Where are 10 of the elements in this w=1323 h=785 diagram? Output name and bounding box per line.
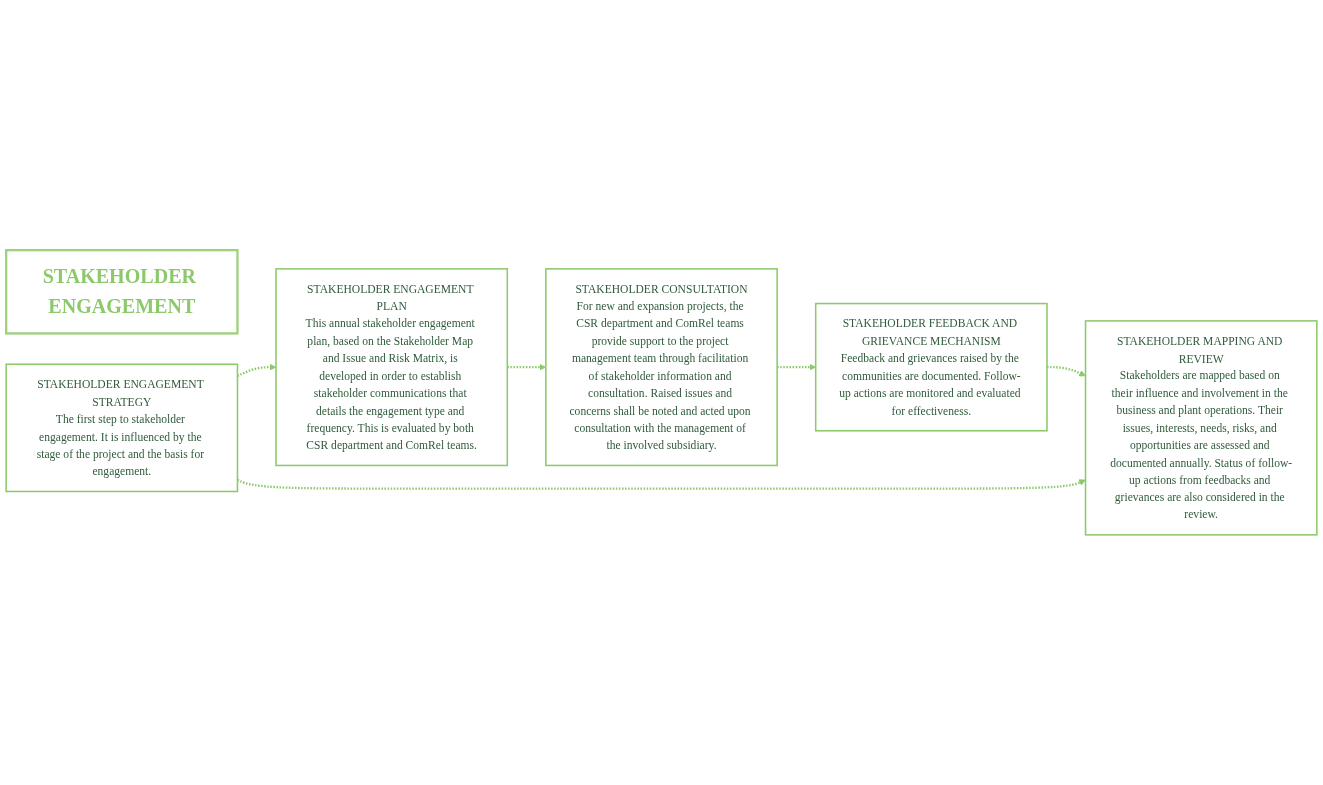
node-box: STAKEHOLDER ENGAGEMENT STRATEGY The first step to stakeholder engagement. It is influenced by the stage of the project and the basis for engagement. (5, 363, 239, 493)
node-box: STAKEHOLDER ENGAGEMENT (5, 249, 239, 335)
arrow (1047, 366, 1086, 377)
arrow (237, 363, 277, 377)
node-box: STAKEHOLDER FEEDBACK AND GRIEVANCE MECHANISM Feedback and grievances raised by the communities are documented. Follow-up actions are monitored and evaluated for effectiveness. (814, 302, 1048, 432)
node-box: STAKEHOLDER MAPPING AND REVIEW Stakeholders are mapped based on their influence and involvement in the business and plant operations. Their issues, interests, needs, risks, and opportunities are assessed and documented annually. Status of follow-up actions from feedbacks and grievances are also considered in the review. (1084, 320, 1318, 536)
arrow (237, 478, 1086, 490)
arrow (777, 363, 816, 371)
node-box: STAKEHOLDER ENGAGEMENT PLAN This annual stakeholder engagement plan, based on the Stakeholder Map and Issue and Risk Matrix, is developed in order to establish stakeholder communications that details the engagement type and frequency. This is evaluated by both CSR department and ComRel teams. (275, 268, 509, 467)
node-box: STAKEHOLDER CONSULTATION For new and expansion projects, the CSR department and ComRel teams provide support to the project management team through facilitation of stakeholder information and consultation. Raised issues and concerns shall be noted and acted upon consultation with the management of the involved subsidiary. (545, 268, 778, 467)
